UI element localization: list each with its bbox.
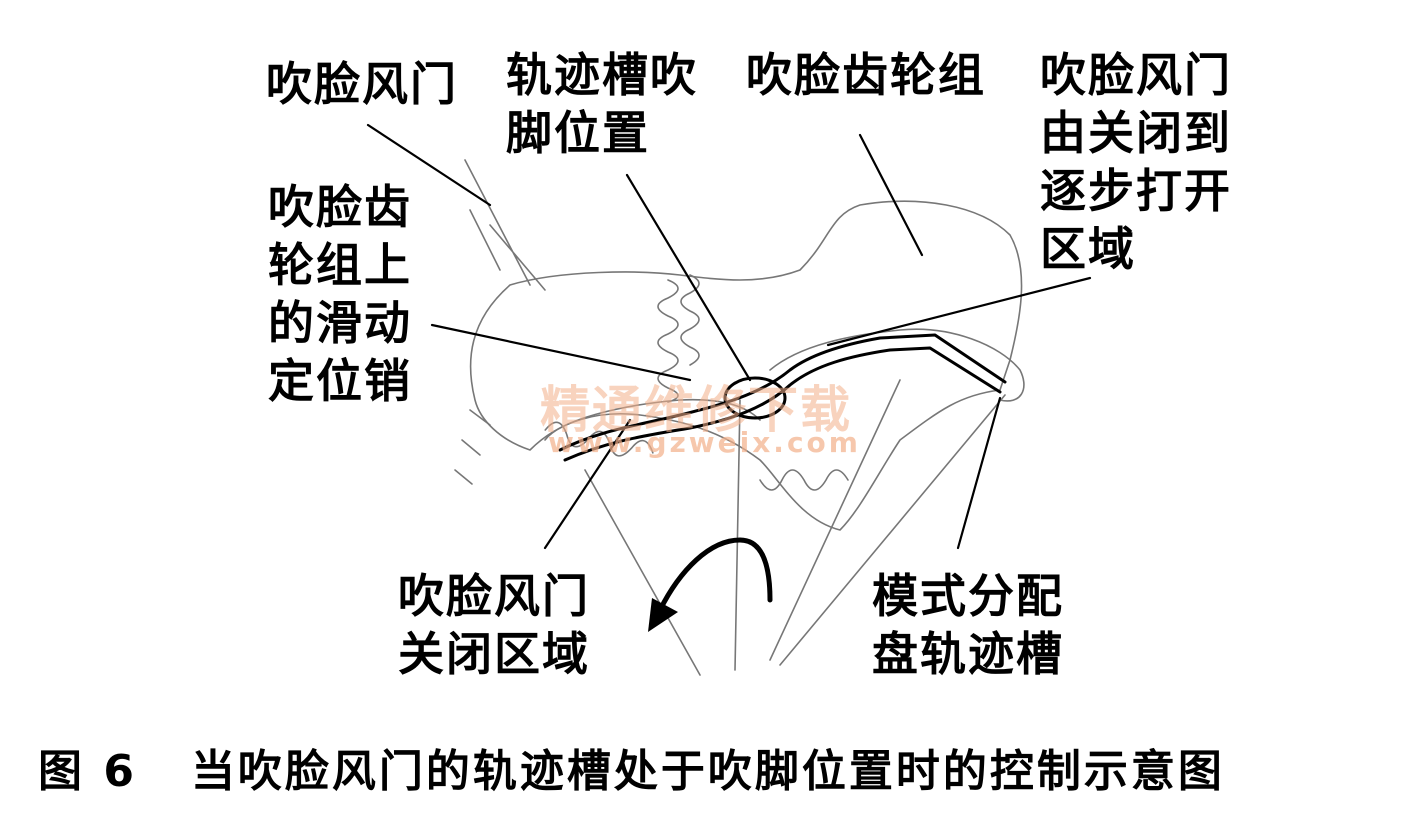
watermark-url: www.gzweix.com <box>548 426 861 459</box>
gear-set-outline <box>469 200 1023 531</box>
rotation-arrow <box>657 537 773 613</box>
figure-caption: 图 6 当吹脸风门的轨迹槽处于吹脚位置时的控制示意图 <box>38 742 1225 802</box>
left-hatch <box>454 409 491 485</box>
label-face-gear-set: 吹脸齿轮组 <box>746 48 986 102</box>
leader-closed-area <box>543 418 632 550</box>
label-sliding-pin: 吹脸齿 轮组上 的滑动 定位销 <box>268 180 412 408</box>
leader-mode-disc-track <box>956 396 1002 550</box>
leader-sliding-pin <box>430 323 692 382</box>
watermark-chinese: 精通维修下载 <box>540 381 852 439</box>
mode-track-slot-inner <box>563 346 1002 462</box>
label-damper-opening-area: 吹脸风门 由关闭到 逐步打开 区域 <box>1040 48 1232 276</box>
figure-number: 图 6 <box>38 746 137 797</box>
gear-teeth-bottom-middle <box>759 469 849 491</box>
leader-opening-area <box>826 276 1092 347</box>
sliding-pin <box>723 376 787 420</box>
gear-teeth-top <box>657 279 679 403</box>
caption-text: 当吹脸风门的轨迹槽处于吹脚位置时的控制示意图 <box>190 746 1225 797</box>
gear-teeth-bottom-left <box>544 421 654 457</box>
gear-teeth-top-inner <box>680 274 700 366</box>
leader-track-foot-position <box>625 173 752 382</box>
fan-lines <box>584 379 1006 676</box>
inner-lobe-right <box>769 328 1025 402</box>
label-mode-disc-track: 模式分配 盘轨迹槽 <box>872 569 1064 681</box>
mode-track-slot <box>558 333 1007 452</box>
label-top-left-damper: 吹脸风门 <box>266 57 458 111</box>
leader-face-gear-set <box>858 133 924 257</box>
leader-top-left-damper <box>366 123 492 207</box>
label-track-foot-position: 轨迹槽吹 脚位置 <box>506 48 698 160</box>
label-damper-closed-area: 吹脸风门 关闭区域 <box>398 569 590 681</box>
rotation-arrow-head <box>648 598 678 632</box>
damper-lever-outline <box>464 159 546 291</box>
